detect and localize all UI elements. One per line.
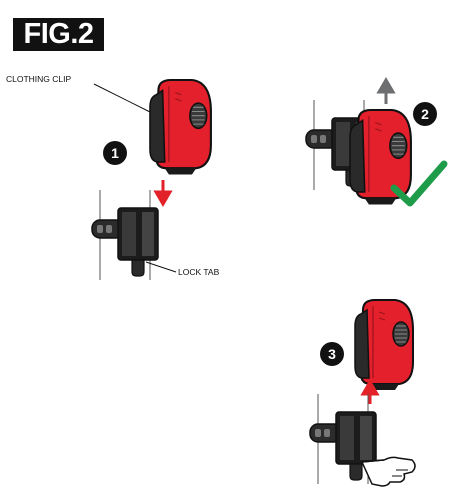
green-checkmark-icon bbox=[390, 160, 448, 207]
belt-clip-step1 bbox=[91, 189, 159, 281]
clothing-clip-leader-line bbox=[93, 83, 151, 113]
step-1-badge: 1 bbox=[103, 141, 127, 165]
lock-tab-leader-line bbox=[145, 261, 177, 273]
step-2-badge: 2 bbox=[413, 102, 437, 126]
red-down-arrow-icon bbox=[153, 180, 173, 207]
radio-device-step1 bbox=[148, 78, 212, 176]
grey-up-arrow-icon bbox=[376, 77, 396, 104]
step-3-badge: 3 bbox=[320, 342, 344, 366]
radio-device-step3 bbox=[354, 299, 414, 391]
radio-device-step2 bbox=[348, 108, 412, 206]
figure-title: FIG.2 bbox=[13, 18, 104, 51]
lock-tab-label: LOCK TAB bbox=[178, 267, 220, 277]
clothing-clip-label: CLOTHING CLIP bbox=[6, 74, 72, 84]
red-up-arrow-icon bbox=[360, 379, 380, 404]
pointing-hand-icon bbox=[360, 456, 416, 487]
